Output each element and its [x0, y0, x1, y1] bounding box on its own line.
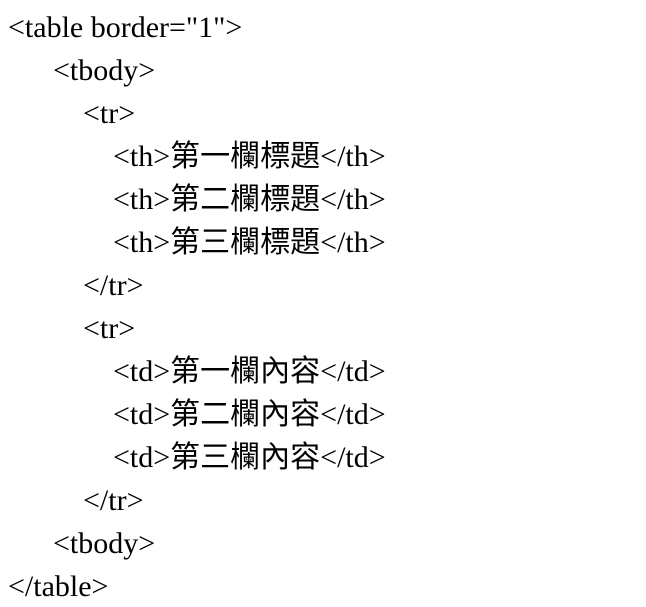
code-line: <table border="1"> [8, 11, 243, 44]
code-line: <th>第一欄標題</th> [8, 140, 386, 173]
code-line: <td>第一欄內容</td> [8, 355, 386, 388]
code-line: <td>第二欄內容</td> [8, 398, 386, 431]
code-line: <tbody> [8, 54, 156, 87]
code-line: </table> [8, 570, 109, 603]
code-line: <td>第三欄內容</td> [8, 441, 386, 474]
code-line: </tr> [8, 484, 144, 517]
code-line: <th>第二欄標題</th> [8, 183, 386, 216]
code-line: <tr> [8, 97, 136, 130]
code-line: <tr> [8, 312, 136, 345]
code-line: <tbody> [8, 527, 156, 560]
code-line: <th>第三欄標題</th> [8, 226, 386, 259]
code-line: </tr> [8, 269, 144, 302]
